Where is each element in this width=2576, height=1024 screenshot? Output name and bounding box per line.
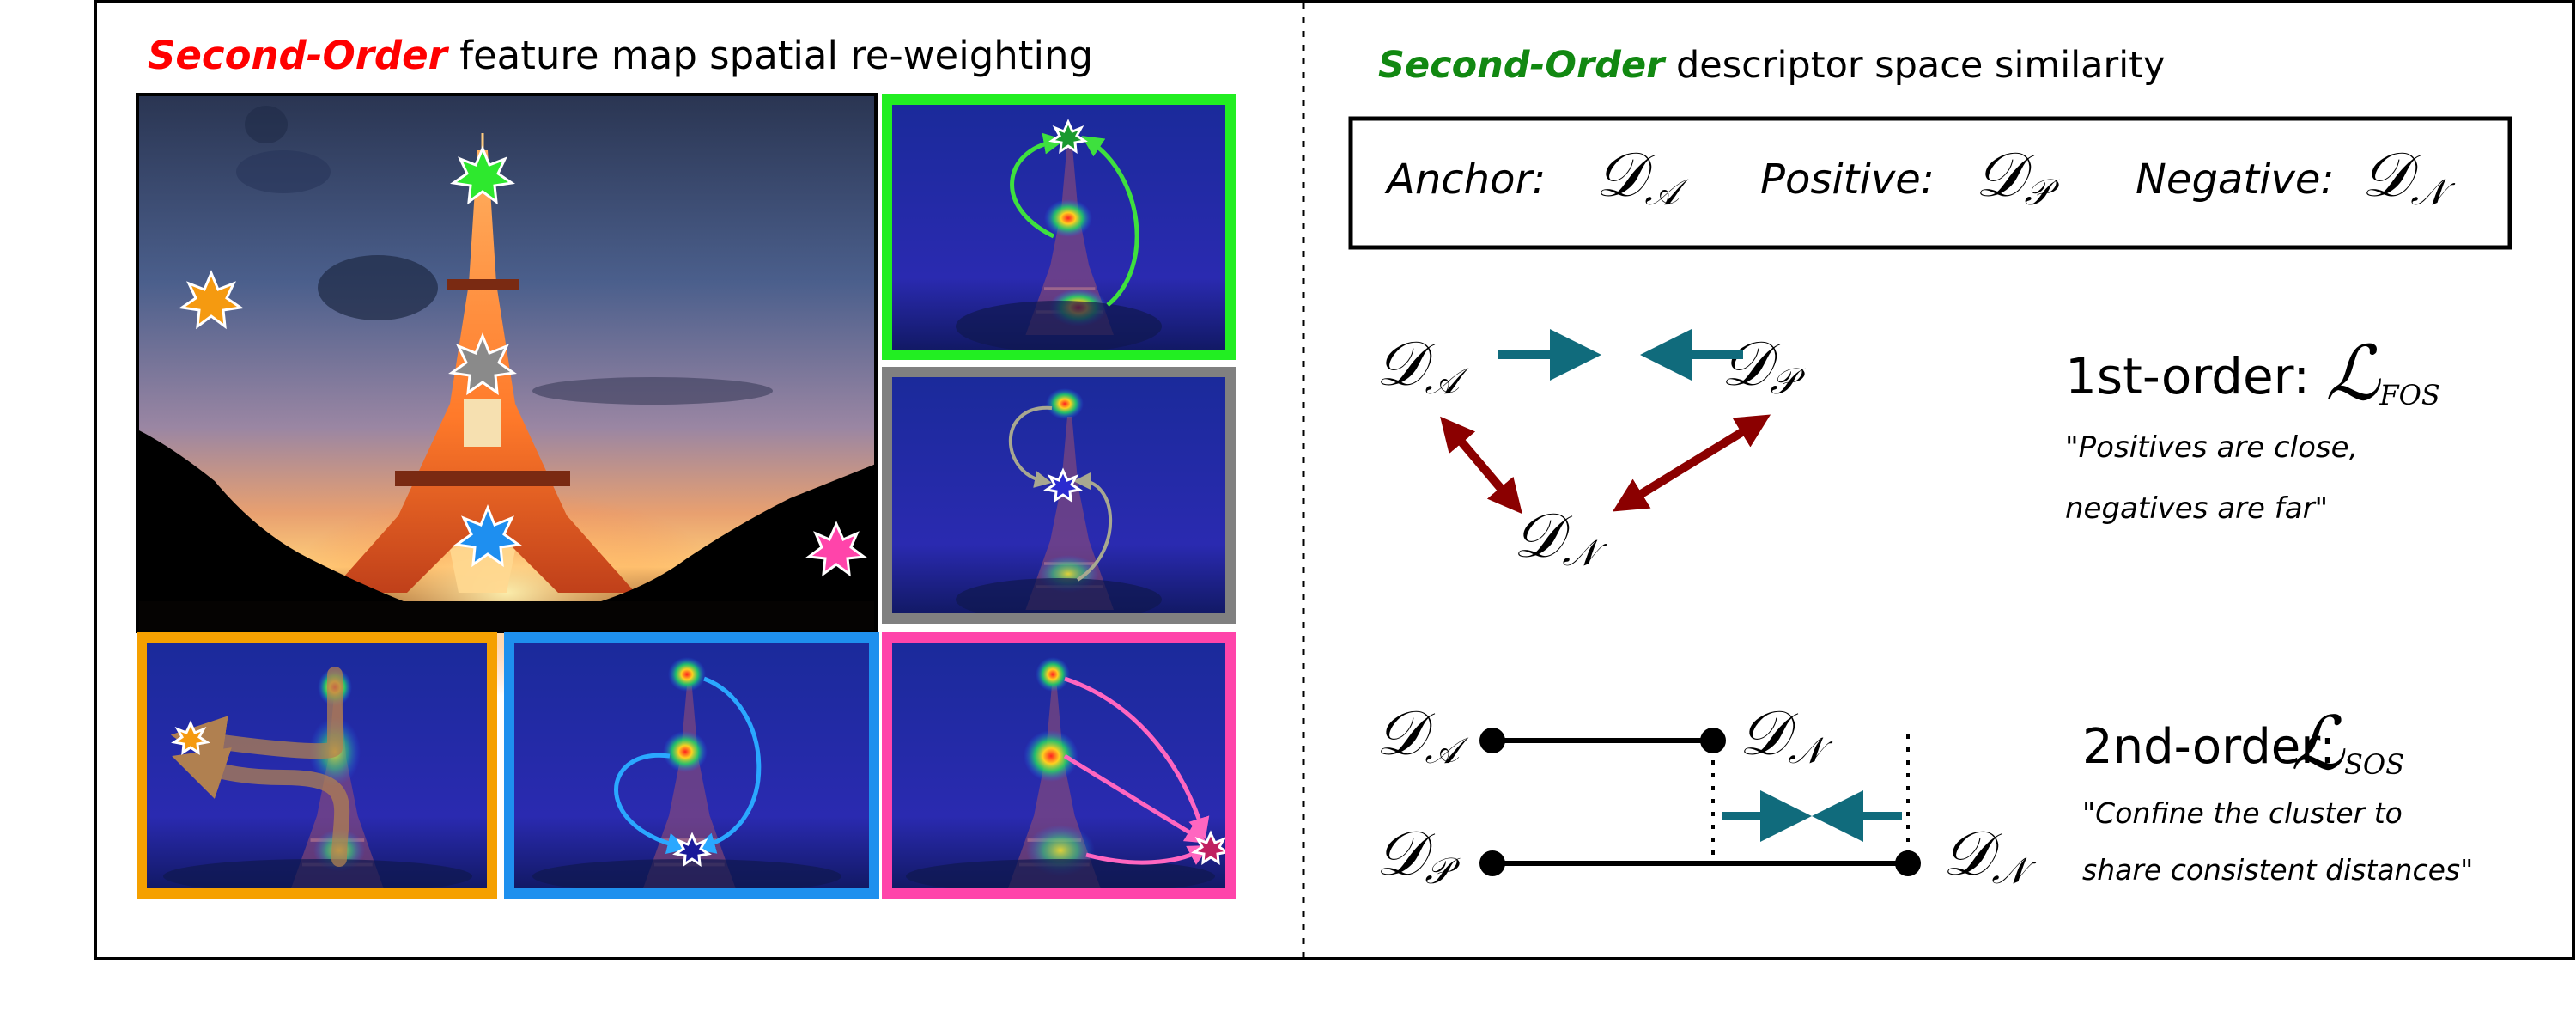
heatmap-orange-frame [137,632,497,899]
right-title-rest: descriptor space similarity [1664,44,2165,87]
orange-star-marker [179,270,244,330]
sos-positive-symbol: 𝒟𝒫 [1376,817,1460,892]
second-order-label: 2nd-order: ℒSOS "Confine the cluster to … [2082,701,2473,887]
push-arrow-anchor-negative [1440,416,1522,515]
sos-caption-line1: "Confine the cluster to [2082,796,2403,830]
sos-caption-line2: share consistent distances" [2082,853,2473,887]
green-star-marker [450,145,515,205]
positive-label: Positive: [1760,155,1935,204]
anchor-label: Anchor: [1384,155,1546,204]
heatmap-blue-frame [504,632,879,899]
fos-positive-symbol: 𝒟𝒫 [1721,327,1805,402]
figure-border [94,0,2575,960]
negative-point-top [1700,728,1726,753]
sos-negative-symbol-bottom: 𝒟𝒩 [1942,817,2036,892]
pink-star-marker [805,521,868,577]
positive-point [1479,850,1505,876]
anchor-point [1479,728,1505,753]
first-order-label: 1st-order: ℒFOS "Positives are close, ne… [2065,329,2440,526]
anchor-symbol: 𝒟𝒜 [1595,138,1688,213]
left-title-emphasis: Second-Order [148,33,450,78]
heatmap-pink-frame [882,632,1236,899]
fos-title: 1st-order: [2065,347,2310,405]
fos-loss-symbol: ℒFOS [2325,329,2440,418]
negative-symbol: 𝒟𝒩 [2361,138,2455,213]
fos-anchor-symbol: 𝒟𝒜 [1376,327,1468,402]
blue-star-marker [453,503,522,568]
sos-loss-symbol: ℒSOS [2291,701,2404,787]
left-title-rest: feature map spatial re-weighting [447,33,1093,78]
sos-anchor-symbol: 𝒟𝒜 [1376,697,1468,771]
fos-caption-line1: "Positives are close, [2065,430,2358,465]
positive-symbol: 𝒟𝒫 [1975,138,2059,213]
fos-caption-line2: negatives are far" [2065,491,2328,526]
first-order-diagram: 𝒟𝒜 𝒟𝒫 𝒟𝒩 [1376,327,1805,574]
sos-negative-symbol-top: 𝒟𝒩 [1739,697,1832,771]
right-title-emphasis: Second-Order [1378,44,1667,87]
left-panel-title: Second-Order feature map spatial re-weig… [148,33,1093,78]
right-panel-title: Second-Order descriptor space similarity [1378,44,2165,87]
heatmap-green-frame [882,94,1236,360]
push-arrow-positive-negative [1612,414,1771,512]
heatmap-gray-frame [882,367,1236,624]
fos-negative-symbol: 𝒟𝒩 [1513,499,1607,574]
negative-point-bottom [1895,850,1921,876]
negative-label: Negative: [2136,155,2335,204]
sos-title: 2nd-order: [2082,719,2336,775]
gray-star-marker [448,332,517,396]
legend-box [1348,116,2512,250]
second-order-diagram: 𝒟𝒜 𝒟𝒩 𝒟𝒫 𝒟𝒩 [1376,697,2036,892]
